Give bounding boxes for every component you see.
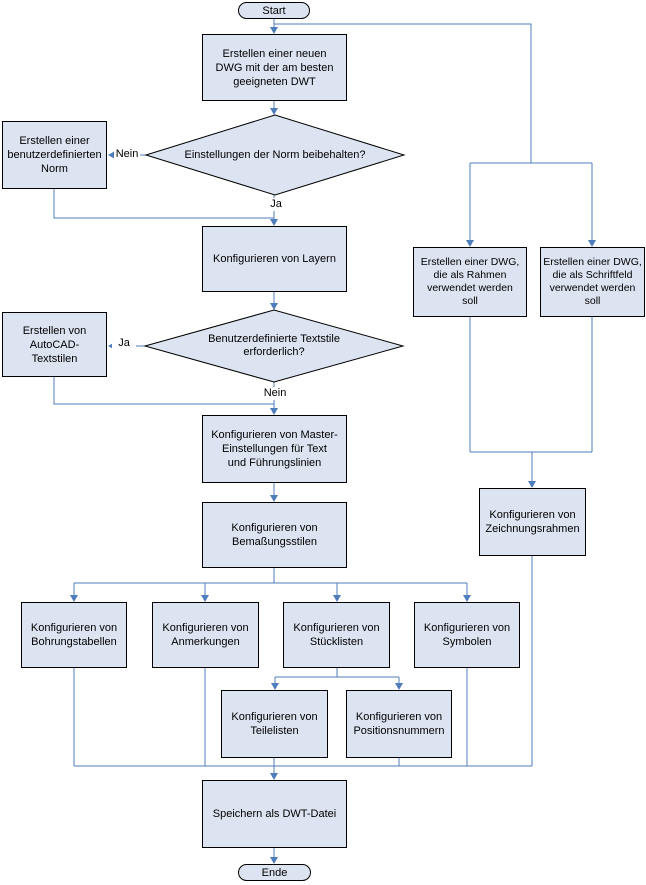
- connector: [53, 189, 274, 219]
- node-part-lists: Konfigurieren von Teilelisten: [221, 690, 328, 758]
- arrowhead: [270, 857, 278, 864]
- node-master-text-settings: Konfigurieren von Master- Einstellungen …: [202, 415, 347, 483]
- node-create-custom-norm: Erstellen einer benutzerdefinierten Norm: [2, 121, 107, 189]
- node-drawing-frame: Konfigurieren von Zeichnungsrahmen: [479, 488, 586, 556]
- connector: [274, 23, 532, 163]
- edge-label-nein: Nein: [114, 148, 140, 161]
- arrowhead: [395, 683, 403, 690]
- node-dwg-titleblock: Erstellen einer DWG, die als Schriftfeld…: [540, 247, 645, 317]
- decision-keep-norm-label: Einstellungen der Norm beibehalten?: [184, 148, 366, 161]
- arrowhead: [270, 303, 278, 310]
- arrowhead: [70, 595, 78, 602]
- arrowhead: [528, 481, 536, 488]
- node-hole-tables: Konfigurieren von Bohrungstabellen: [21, 602, 127, 668]
- connector: [73, 556, 533, 778]
- node-annotations: Konfigurieren von Anmerkungen: [152, 602, 259, 668]
- node-create-textstyles: Erstellen von AutoCAD- Textstilen: [2, 312, 107, 377]
- decision-textstyles-label: Benutzerdefinierte Textstile erforderlic…: [208, 333, 340, 358]
- arrowhead: [108, 151, 115, 159]
- node-balloons: Konfigurieren von Positionsnummern: [346, 690, 452, 758]
- node-end: Ende: [238, 864, 311, 881]
- node-start: Start: [238, 2, 310, 19]
- arrowhead: [201, 595, 209, 602]
- node-dimension-styles: Konfigurieren von Bemaßungsstilen: [202, 502, 347, 568]
- decision-keep-norm: [144, 114, 406, 196]
- connector: [53, 377, 274, 405]
- node-create-dwg: Erstellen einer neuen DWG mit der am bes…: [202, 34, 347, 101]
- arrowhead: [588, 240, 596, 247]
- arrowhead: [466, 240, 474, 247]
- connector: [469, 317, 593, 486]
- node-dwg-frame: Erstellen einer DWG, die als Rahmen verw…: [413, 247, 527, 317]
- connector: [73, 568, 468, 600]
- arrowhead: [333, 595, 341, 602]
- arrowhead: [270, 773, 278, 780]
- node-symbols: Konfigurieren von Symbolen: [414, 602, 520, 668]
- node-parts-lists: Konfigurieren von Stücklisten: [283, 602, 390, 668]
- node-save-dwt: Speichern als DWT-Datei: [202, 780, 347, 848]
- node-configure-layers: Konfigurieren von Layern: [202, 226, 347, 292]
- arrowhead: [270, 495, 278, 502]
- edge-label-nein: Nein: [261, 387, 289, 400]
- arrowhead: [270, 408, 278, 415]
- arrowhead: [270, 108, 278, 115]
- edge-label-ja: Ja: [266, 198, 286, 211]
- arrowhead: [271, 683, 279, 690]
- arrowhead: [463, 595, 471, 602]
- arrowhead: [270, 219, 278, 226]
- arrowhead: [270, 27, 278, 34]
- decision-textstyles: [143, 309, 405, 383]
- connector: [274, 668, 400, 688]
- edge-label-ja: Ja: [112, 337, 136, 350]
